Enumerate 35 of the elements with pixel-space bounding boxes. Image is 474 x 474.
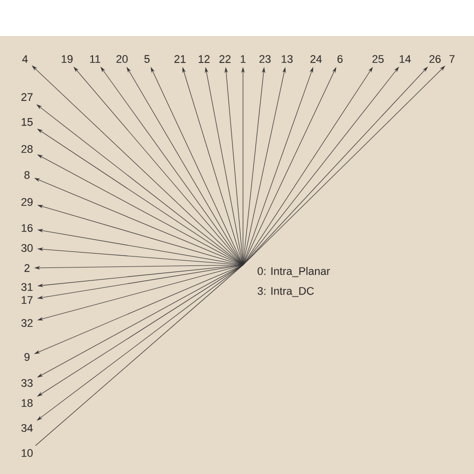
mode-number: 2 (24, 264, 30, 272)
mode-number: 1 (240, 55, 246, 63)
mode-number: 9 (24, 353, 30, 361)
mode-number: 28 (21, 145, 33, 153)
mode-number: 22 (219, 55, 231, 63)
mode-label: 0: Intra_Planar (258, 266, 330, 278)
mode-number: 12 (198, 55, 210, 63)
mode-number: 29 (21, 198, 33, 206)
mode-label: 3: Intra_DC (258, 287, 314, 297)
mode-number: 25 (372, 55, 384, 63)
mode-number: 8 (24, 171, 30, 179)
mode-number: 17 (22, 296, 33, 304)
mode-number: 16 (22, 224, 33, 232)
mode-number: 15 (22, 118, 33, 126)
mode-number: 7 (450, 55, 454, 63)
mode-number: 30 (21, 244, 33, 252)
mode-number: 14 (400, 55, 411, 63)
mode-number: 27 (21, 93, 33, 101)
mode-number: 34 (21, 424, 33, 432)
mode-number: 11 (90, 55, 100, 63)
mode-number: 32 (21, 319, 33, 327)
mode-number: 21 (174, 55, 186, 63)
mode-number: 31 (21, 283, 33, 291)
mode-number: 10 (22, 449, 33, 457)
mode-number: 6 (338, 55, 343, 63)
mode-number: 4 (22, 55, 28, 63)
mode-number: 13 (282, 55, 293, 63)
mode-number: 23 (259, 55, 271, 63)
mode-number: 33 (21, 379, 33, 387)
mode-number: 18 (22, 399, 33, 407)
mode-number: 5 (144, 55, 150, 63)
mode-number: 20 (116, 55, 128, 63)
mode-number: 26 (429, 55, 441, 63)
mode-number: 24 (310, 55, 322, 63)
mode-number: 19 (62, 55, 73, 63)
